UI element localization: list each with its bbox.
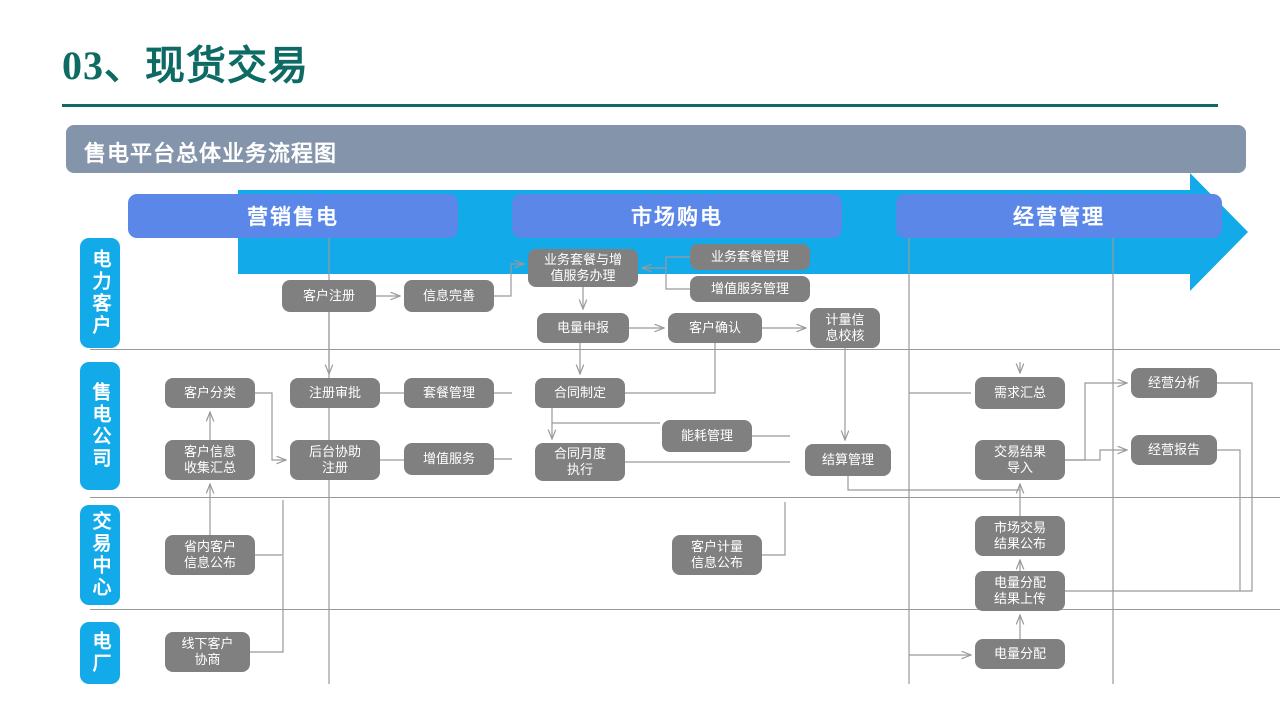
process-node-xxkh[interactable]: 线下客户 协商 [165,632,250,672]
process-node-ywtcgl[interactable]: 业务套餐管理 [690,244,810,270]
swimlane-label-1: 电力客户 [80,238,120,348]
process-node-zzfwgl[interactable]: 增值服务管理 [690,276,810,302]
process-node-jyfx[interactable]: 经营分析 [1131,368,1217,398]
process-node-khjl[interactable]: 客户计量 信息公布 [672,535,762,575]
page-title: 03、现货交易 [62,43,309,88]
swimlane-divider-3 [90,609,1280,610]
process-node-htyd[interactable]: 合同月度 执行 [535,443,625,481]
process-node-khfl[interactable]: 客户分类 [165,378,255,408]
process-node-zzfw[interactable]: 增值服务 [404,443,494,475]
process-node-dlfps[interactable]: 电量分配 结果上传 [975,571,1065,611]
process-node-htzd[interactable]: 合同制定 [535,378,625,408]
process-node-xqhz[interactable]: 需求汇总 [975,377,1065,409]
phase-tab-1[interactable]: 营销售电 [128,194,458,238]
process-node-jyjg[interactable]: 交易结果 导入 [975,440,1065,480]
section-header-bar: 售电平台总体业务流程图 [66,125,1246,173]
process-node-jsgl[interactable]: 结算管理 [805,444,891,476]
swimlane-label-4: 电厂 [80,622,120,684]
swimlane-divider-1 [90,349,1280,350]
process-node-jybg[interactable]: 经营报告 [1131,435,1217,465]
process-node-ywtc[interactable]: 业务套餐与增 值服务办理 [528,249,638,287]
process-node-zcsp[interactable]: 注册审批 [290,378,380,408]
title-underline-rule [62,104,1218,107]
process-node-khxx[interactable]: 客户信息 收集汇总 [165,440,255,480]
process-node-tcgl[interactable]: 套餐管理 [404,378,494,408]
swimlane-label-3: 交易中心 [80,505,120,605]
process-node-scjy[interactable]: 市场交易 结果公布 [975,516,1065,556]
process-node-jlxx[interactable]: 计量信 息校核 [810,308,880,348]
section-title: 售电平台总体业务流程图 [84,141,338,166]
process-node-xxws[interactable]: 信息完善 [404,280,494,312]
process-node-khqr[interactable]: 客户确认 [668,313,762,343]
process-node-dlsb[interactable]: 电量申报 [537,313,629,343]
process-node-nhgl[interactable]: 能耗管理 [662,420,752,452]
swimlane-label-2: 售电公司 [80,362,120,490]
process-node-snkh[interactable]: 省内客户 信息公布 [165,535,255,575]
swimlane-divider-2 [90,497,1280,498]
process-node-dlfp[interactable]: 电量分配 [975,639,1065,669]
phase-tab-3[interactable]: 经营管理 [896,194,1222,238]
phase-tab-2[interactable]: 市场购电 [512,194,842,238]
process-node-htxz[interactable]: 后台协助 注册 [290,440,380,480]
process-node-khzc[interactable]: 客户注册 [282,280,376,312]
